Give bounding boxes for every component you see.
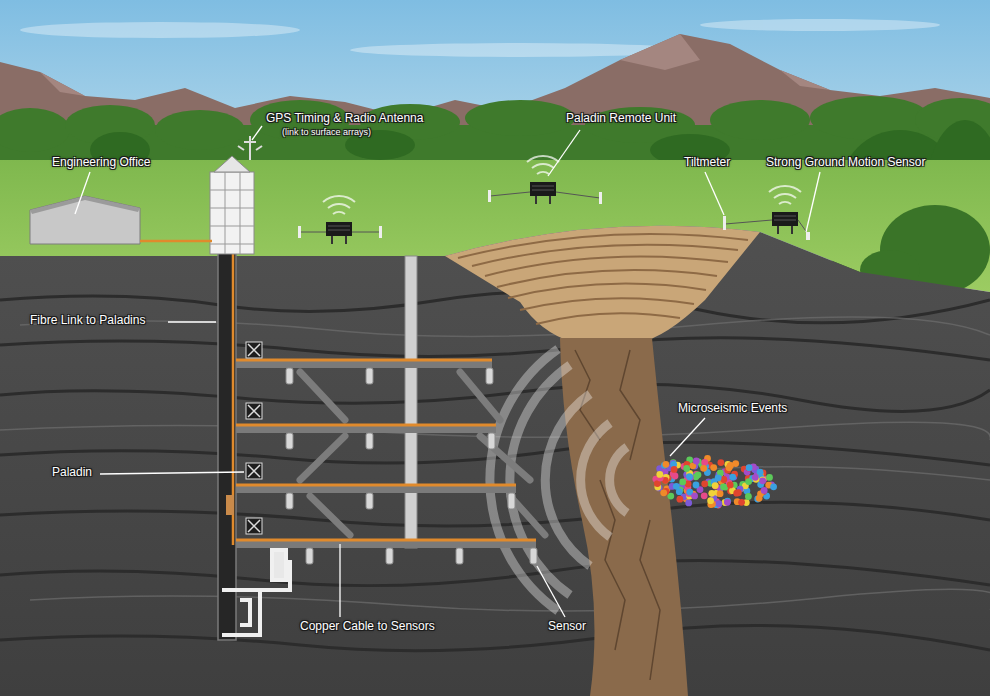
callout-label: Fibre Link to Paladins — [30, 314, 145, 328]
event-dot — [727, 462, 734, 469]
copper-cables — [236, 360, 536, 540]
event-dot — [712, 483, 719, 490]
surface-remote-units — [298, 182, 810, 244]
office-cable — [140, 240, 212, 243]
event-dot — [720, 484, 727, 491]
pit-benches — [458, 234, 748, 324]
open-pit — [445, 226, 760, 342]
radio-signals — [323, 156, 801, 214]
rock-veins — [0, 317, 990, 611]
event-dot — [656, 471, 663, 478]
callout-label: Copper Cable to Sensors — [300, 620, 435, 634]
event-dot — [663, 461, 670, 468]
vent-shaft — [405, 256, 417, 548]
callout-label: Engineering Office — [52, 156, 151, 170]
event-dot — [756, 495, 763, 502]
event-dot — [759, 477, 766, 484]
event-dot — [712, 482, 719, 489]
event-dot — [759, 476, 766, 483]
callout-label: Paladin Remote Unit — [566, 112, 676, 126]
callout-label: GPS Timing & Radio Antenna — [266, 112, 423, 126]
mountain-highlight — [40, 34, 830, 96]
ore-body — [560, 338, 688, 696]
decline-ramps — [300, 372, 545, 535]
event-dot — [683, 465, 690, 472]
callout-label: Tiltmeter — [684, 156, 730, 170]
callout-label: Microseismic Events — [678, 402, 787, 416]
event-dot — [745, 478, 752, 485]
callout-label: Strong Ground Motion Sensor — [766, 156, 925, 170]
event-dot — [716, 500, 723, 507]
event-dot — [685, 500, 692, 507]
event-dot — [693, 458, 700, 465]
event-dot — [745, 493, 752, 500]
event-dot — [679, 479, 686, 486]
microseismic-events — [652, 455, 777, 508]
event-dot — [700, 465, 707, 472]
event-dot — [677, 496, 684, 503]
seismic-waves — [490, 349, 627, 611]
shaft-bottom-works — [222, 550, 290, 635]
event-dot — [707, 497, 714, 504]
clouds — [20, 19, 940, 57]
event-dot — [693, 482, 700, 489]
event-dot — [752, 474, 759, 481]
event-dot — [710, 464, 717, 471]
engineering-office — [30, 196, 140, 244]
event-dot — [746, 464, 753, 471]
event-dot — [686, 473, 693, 480]
callout-label: Sensor — [548, 620, 586, 634]
event-dot — [729, 474, 736, 481]
event-dot — [727, 482, 734, 489]
event-dot — [717, 490, 724, 497]
gps-radio-antenna — [238, 136, 262, 160]
event-dot — [691, 493, 698, 500]
event-dot — [770, 483, 777, 490]
event-dot — [695, 471, 702, 478]
event-dot — [701, 492, 708, 499]
mine-levels — [236, 361, 536, 548]
event-dot — [687, 474, 694, 481]
event-dot — [670, 460, 677, 467]
event-dot — [701, 459, 708, 466]
event-dot — [745, 465, 752, 472]
event-dot — [660, 489, 667, 496]
event-dot — [676, 488, 683, 495]
leader-lines — [75, 126, 820, 617]
headframe — [210, 156, 254, 254]
event-dot — [708, 490, 715, 497]
sensors — [286, 368, 537, 564]
event-dot — [735, 489, 742, 496]
event-dot — [738, 499, 745, 506]
event-dot — [718, 459, 725, 466]
sub-caption: (link to surface arrays) — [282, 127, 371, 137]
event-dot — [757, 469, 764, 476]
event-dot — [715, 475, 722, 482]
event-dot — [671, 466, 678, 473]
event-dot — [766, 474, 773, 481]
paladin-units — [246, 342, 262, 534]
event-dot — [724, 499, 731, 506]
callout-label: Paladin — [52, 466, 92, 480]
event-dot — [701, 480, 708, 487]
rock-mass — [0, 226, 990, 696]
event-dot — [761, 487, 768, 494]
shaft-station — [226, 495, 234, 515]
